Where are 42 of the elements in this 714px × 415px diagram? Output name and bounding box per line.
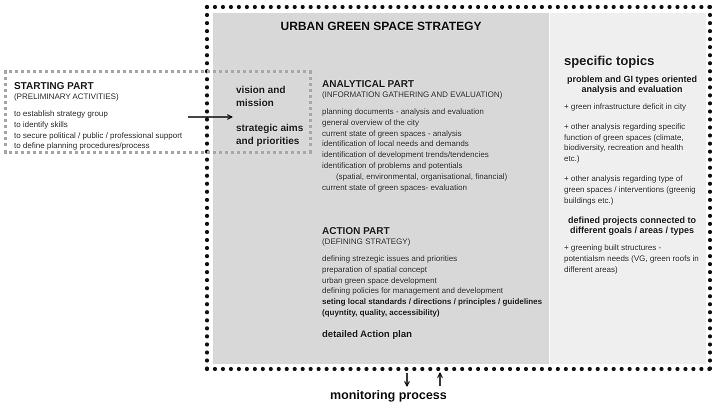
text-label: strategic aims and priorities: [236, 122, 304, 148]
list-item: defining policies for management and development: [322, 286, 504, 298]
panel-heading: URBAN GREEN SPACE STRATEGY: [280, 19, 482, 33]
section-heading: problem and GI types oriented analysis and evaluation: [566, 74, 698, 94]
section-heading: detailed Action plan: [322, 328, 413, 340]
dotted-frame: [205, 5, 712, 371]
section-heading: defined projects connected to different goals / areas / types: [566, 215, 698, 236]
list-item: preparation of spatial concept: [322, 264, 428, 276]
section-subheading: (INFORMATION GATHERING AND EVALUATION): [322, 90, 504, 99]
strategy-panel: [213, 13, 549, 364]
list-item: + greening built structures - potentialsm needs (VG, green roofs in different areas): [564, 243, 700, 276]
list-item: current state of green spaces- evaluation: [322, 182, 468, 194]
arrow: [404, 373, 410, 387]
list-item: seting local standards / directions / principles / guidelines (quyntity, quality, accessibility): [322, 297, 544, 319]
list-item: current state of green spaces - analysis: [322, 128, 463, 140]
list-item: to identify skills: [14, 120, 69, 131]
list-item: + other analysis regarding specific function of green spaces (climate, biodiversity, recreation and health etc.): [564, 122, 686, 165]
list-item: to secure political / public / professional support: [14, 130, 184, 142]
list-item: planning documents - analysis and evaluation: [322, 107, 485, 118]
list-item: general overview of the city: [322, 118, 420, 129]
arrow: [437, 372, 443, 386]
list-item: + other analysis regarding type of green spaces / interventions (greenig buildings etc.): [564, 174, 697, 206]
list-item: identification of local needs and demands: [322, 139, 470, 150]
section-heading: ACTION PART: [322, 226, 391, 237]
section-heading: ANALYTICAL PART: [322, 79, 416, 90]
list-item: to establish strategy group: [14, 109, 109, 120]
topics-panel: [550, 13, 706, 364]
dotted-frame: [4, 70, 312, 154]
list-item: to define planning procedures/process: [14, 141, 151, 152]
text-label: vision and mission: [236, 84, 286, 110]
list-item: + green infrastructure deficit in city: [564, 102, 688, 113]
list-item: urban green space development: [322, 276, 438, 286]
list-item: defining strezegic issues and priorities: [322, 254, 458, 265]
panel-heading: specific topics: [564, 53, 656, 68]
section-subheading: (DEFINING STRATEGY): [322, 237, 412, 246]
text-label: monitoring process: [330, 388, 448, 402]
arrow: [188, 114, 233, 120]
section-subheading: (PRELIMINARY ACTIVITIES): [14, 92, 120, 101]
section-heading: STARTING PART: [14, 81, 95, 92]
list-item: identification of development trends/tendencies: [322, 150, 490, 161]
list-item: (spatial, environmental, organisational, financial): [335, 172, 508, 183]
list-item: identification of problems and potentials: [322, 160, 464, 172]
